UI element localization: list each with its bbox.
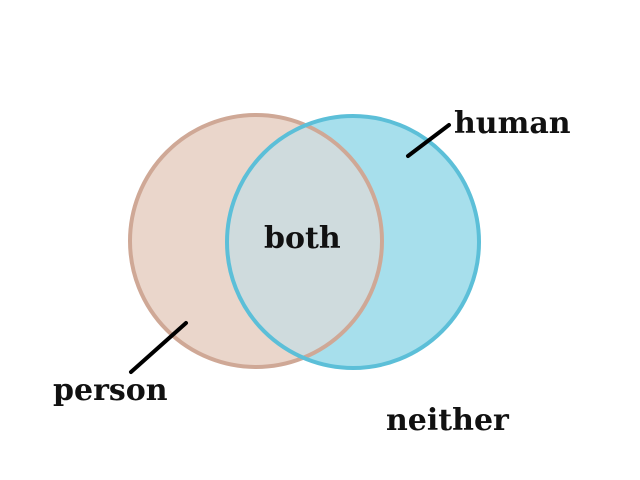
person-leader-line	[129, 321, 188, 374]
human-label: human	[454, 106, 571, 141]
human-set-outline	[225, 114, 481, 370]
person-label: person	[53, 373, 168, 408]
both-label: both	[264, 221, 341, 256]
person-set-outline	[128, 113, 384, 369]
human-leader-line	[406, 123, 451, 158]
neither-label: neither	[386, 403, 510, 438]
overlap-region	[227, 116, 382, 367]
